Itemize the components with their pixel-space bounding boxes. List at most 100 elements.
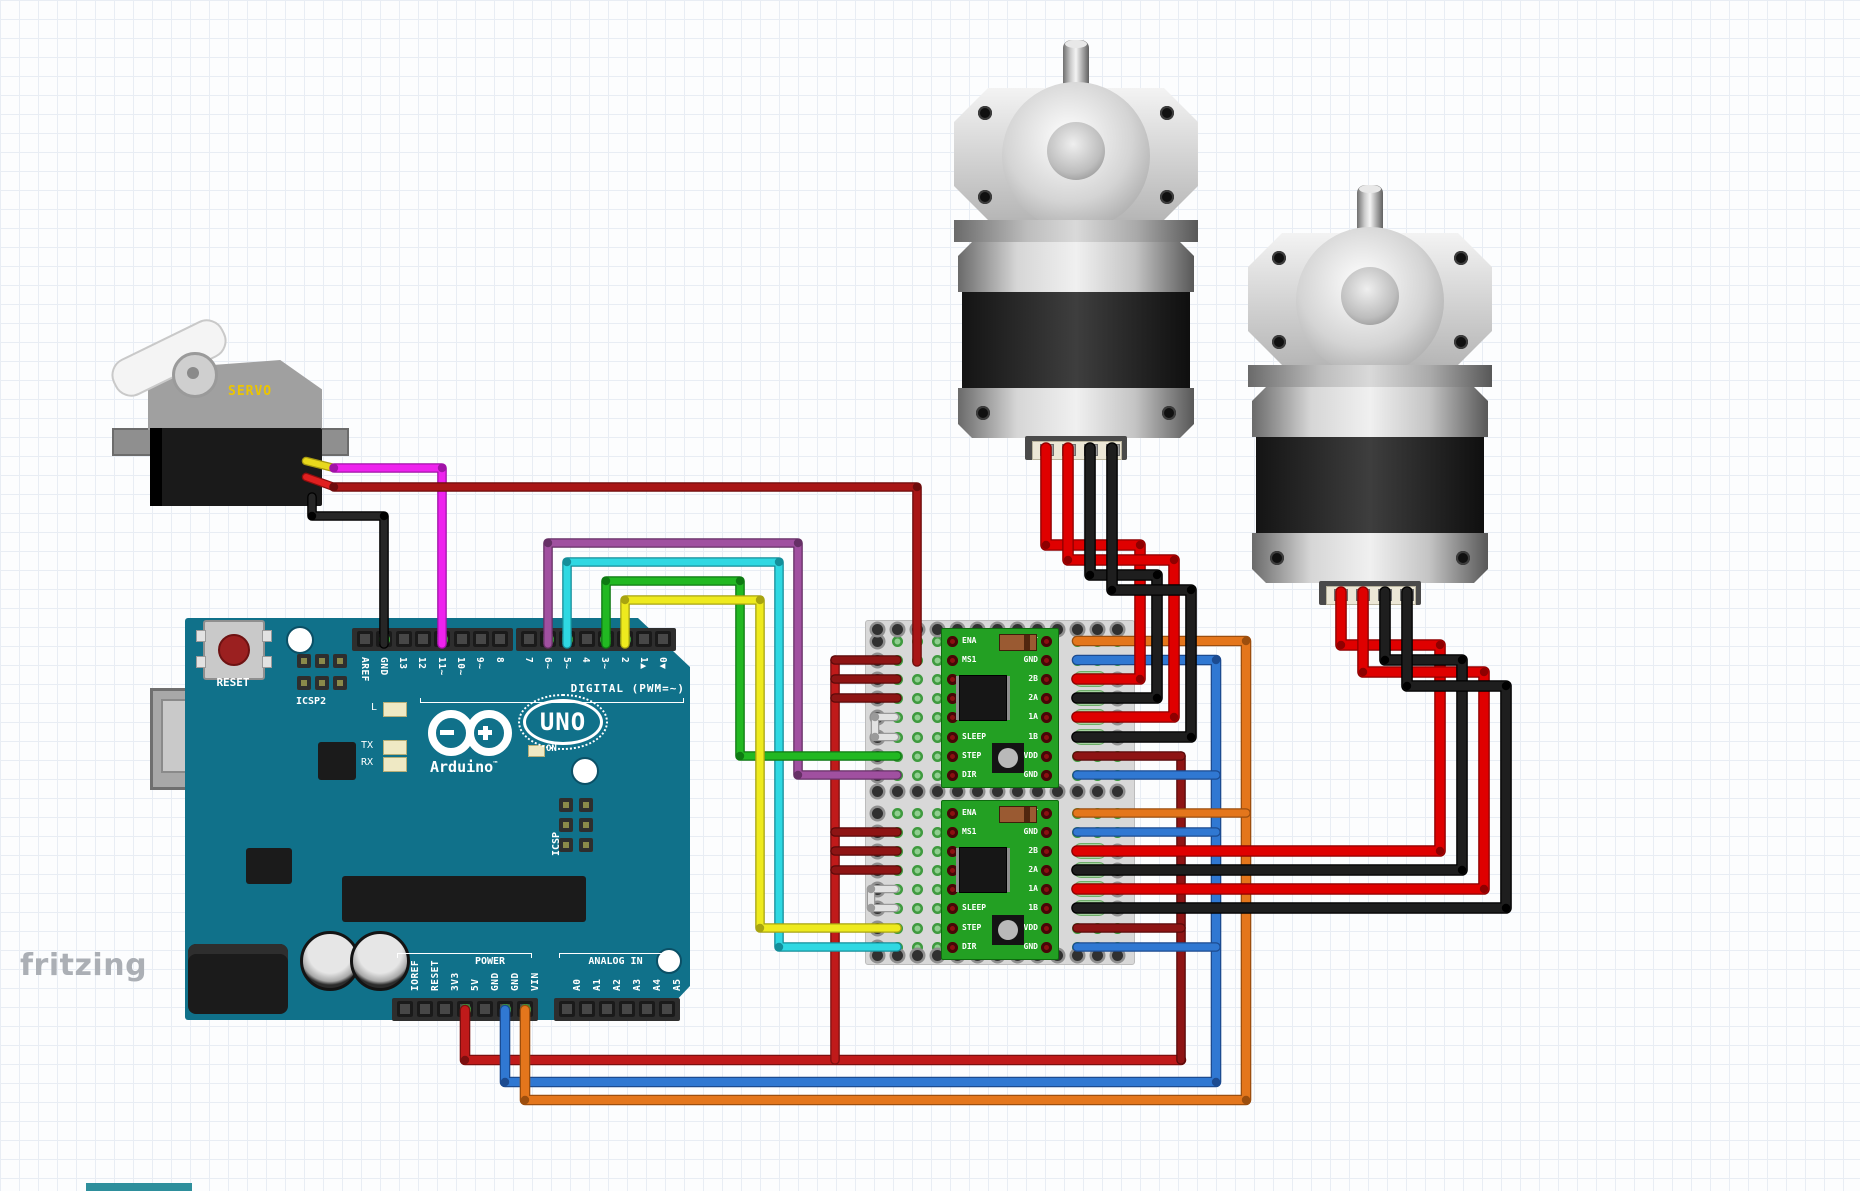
breadboard-hole[interactable] (931, 949, 943, 961)
wire-d3-step1-green-bendpoint[interactable] (735, 751, 745, 761)
wire-d3-step1-green[interactable] (602, 577, 901, 760)
breadboard-hole[interactable] (1071, 785, 1083, 797)
pin-analog-A0[interactable] (559, 1001, 575, 1017)
pin-digital-right-7[interactable] (521, 631, 537, 647)
driver1-pin-GND[interactable] (1040, 654, 1052, 666)
breadboard-hole[interactable] (971, 785, 983, 797)
breadboard-hole[interactable] (911, 807, 923, 819)
breadboard-hole[interactable] (891, 635, 903, 647)
wire-d3-step1-green[interactable] (601, 576, 902, 761)
stepper-motor-2[interactable] (1246, 185, 1494, 605)
m2-coil-2a-black-bendpoint[interactable] (1457, 655, 1467, 665)
m1-coil-2a-black-bendpoint[interactable] (1152, 693, 1162, 703)
driver2-pin-1A[interactable] (1040, 883, 1052, 895)
wire-d6-dir1-purple-bendpoint[interactable] (793, 538, 803, 548)
wire-servo-5v-darkred-bendpoint[interactable] (329, 482, 339, 492)
breadboard-hole[interactable] (1031, 785, 1043, 797)
wire-d2-step2-yellow-bendpoint[interactable] (755, 595, 765, 605)
pin-analog-A1[interactable] (579, 1001, 595, 1017)
jumper-reset-sleep-2-bendpoint[interactable] (866, 884, 876, 894)
driver2-pin-MS2[interactable] (946, 845, 958, 857)
pin-digital-right-0▼[interactable] (655, 631, 672, 647)
wire-servo-gnd-black-bendpoint[interactable] (307, 511, 317, 521)
wire-d3-step1-green-bendpoint[interactable] (735, 576, 745, 586)
servo-motor[interactable]: SERVO (100, 313, 360, 510)
driver2-pin-ENA[interactable] (946, 807, 958, 819)
m1-coil-2b-red-bendpoint[interactable] (1041, 540, 1051, 550)
pin-analog-A2[interactable] (599, 1001, 615, 1017)
driver1-pin-VDD[interactable] (1040, 750, 1052, 762)
driver1-pin-1A[interactable] (1040, 711, 1052, 723)
wire-servo-signal-magenta-bendpoint[interactable] (437, 463, 447, 473)
servo-lead-yellow[interactable] (303, 458, 337, 471)
m1-coil-2b-red-bendpoint[interactable] (1135, 674, 1145, 684)
m1-coil-1a-red-bendpoint[interactable] (1169, 555, 1179, 565)
m2-coil-2a-black-bendpoint[interactable] (1380, 655, 1390, 665)
breadboard-hole[interactable] (1111, 785, 1123, 797)
breadboard-hole[interactable] (911, 826, 923, 838)
breadboard-hole[interactable] (931, 807, 943, 819)
breadboard-hole[interactable] (911, 731, 923, 743)
wire-d6-dir1-purple-bendpoint[interactable] (793, 770, 803, 780)
breadboard-hole[interactable] (911, 941, 923, 953)
pin-power-RESET[interactable] (417, 1001, 433, 1017)
driver1-pin-2A[interactable] (1040, 692, 1052, 704)
wire-d2-step2-yellow-bendpoint[interactable] (620, 595, 630, 605)
breadboard-hole[interactable] (1111, 623, 1123, 635)
breadboard-hole[interactable] (931, 826, 943, 838)
m1-coil-2a-black-bendpoint[interactable] (1085, 570, 1095, 580)
driver1-pin-MS3[interactable] (946, 692, 958, 704)
pin-digital-right-1▲[interactable] (636, 631, 653, 647)
breadboard-hole[interactable] (931, 922, 943, 934)
driver1-pin-VMOT[interactable] (1040, 635, 1052, 647)
driver-potentiometer[interactable] (992, 743, 1024, 773)
breadboard-hole[interactable] (871, 623, 883, 635)
jumper-reset-sleep-1[interactable] (872, 714, 898, 740)
breadboard-hole[interactable] (911, 750, 923, 762)
m2-coil-1a-red-bendpoint[interactable] (1358, 667, 1368, 677)
breadboard-hole[interactable] (931, 750, 943, 762)
breadboard-hole[interactable] (1071, 949, 1083, 961)
pin-digital-left-9~[interactable] (472, 631, 489, 647)
driver2-pin-GND[interactable] (1040, 826, 1052, 838)
pin-digital-left-12[interactable] (414, 631, 431, 647)
m2-coil-1b-black-bendpoint[interactable] (1501, 681, 1511, 691)
breadboard-hole[interactable] (911, 845, 923, 857)
breadboard-hole[interactable] (911, 883, 923, 895)
breadboard-hole[interactable] (911, 902, 923, 914)
wire-5v-red[interactable] (461, 1006, 1185, 1064)
breadboard-hole[interactable] (931, 731, 943, 743)
breadboard-hole[interactable] (1051, 785, 1063, 797)
driver2-pin-VMOT[interactable] (1040, 807, 1052, 819)
driver2-pin-RESET[interactable] (946, 883, 958, 895)
driver1-pin-STEP[interactable] (946, 750, 958, 762)
pin-power-3V3[interactable] (437, 1001, 453, 1017)
wire-d2-step2-yellow-bendpoint[interactable] (755, 923, 765, 933)
pin-digital-left-8[interactable] (492, 631, 509, 647)
breadboard-hole[interactable] (911, 785, 923, 797)
servo-lead-red[interactable] (303, 474, 337, 490)
wire-d5-dir2-cyan-bendpoint[interactable] (562, 557, 572, 567)
breadboard-hole[interactable] (931, 769, 943, 781)
driver2-pin-MS1[interactable] (946, 826, 958, 838)
breadboard-hole[interactable] (931, 785, 943, 797)
breadboard-hole[interactable] (931, 623, 943, 635)
wire-d5-dir2-cyan-bendpoint[interactable] (774, 942, 784, 952)
driver1-pin-DIR[interactable] (946, 769, 958, 781)
driver1-pin-1B[interactable] (1040, 731, 1052, 743)
jumper-reset-sleep-2[interactable] (868, 886, 898, 911)
driver1-pin-GND[interactable] (1040, 769, 1052, 781)
m2-coil-2b-red-bendpoint[interactable] (1336, 640, 1346, 650)
pin-digital-left-AREF[interactable] (357, 631, 373, 647)
m2-coil-2b-red-bendpoint[interactable] (1435, 640, 1445, 650)
pin-analog-A3[interactable] (619, 1001, 635, 1017)
breadboard-hole[interactable] (911, 673, 923, 685)
wire-d6-dir1-purple-bendpoint[interactable] (543, 538, 553, 548)
wire-gnd-blue-bendpoint[interactable] (1211, 655, 1221, 665)
wire-5v-red[interactable] (459, 1004, 1187, 1066)
breadboard-hole[interactable] (931, 635, 943, 647)
driver2-pin-STEP[interactable] (946, 922, 958, 934)
m2-coil-2a-black-bendpoint[interactable] (1457, 865, 1467, 875)
wire-servo-gnd-black-bendpoint[interactable] (379, 511, 389, 521)
pin-digital-left-13[interactable] (395, 631, 412, 647)
